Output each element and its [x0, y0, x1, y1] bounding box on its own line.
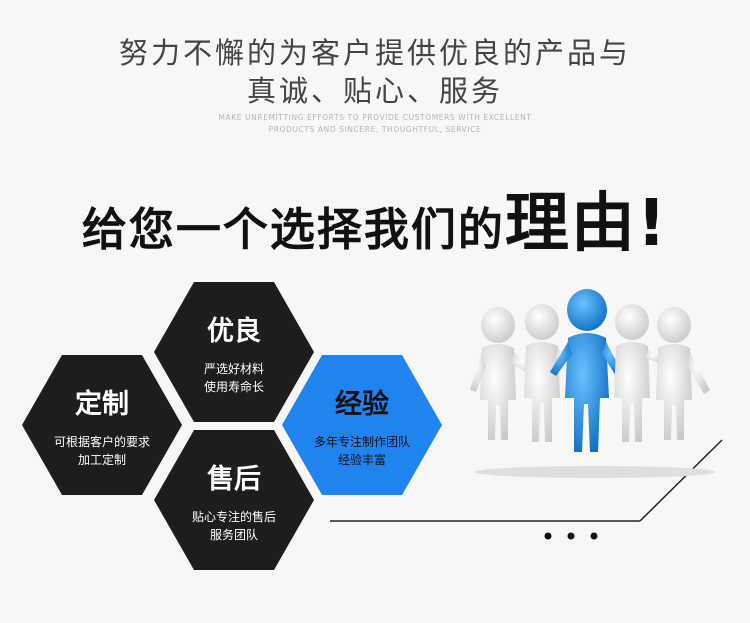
headline-line-2: 真诚、贴心、服务	[246, 74, 503, 108]
hex-title: 定制	[75, 388, 129, 420]
slogan: 给您一个选择我们的理由!	[0, 172, 750, 264]
hex-desc-1: 多年专注制作团队	[313, 434, 410, 449]
hex-desc-2: 经验丰富	[337, 452, 386, 467]
slogan-main: 给您一个选择我们的	[81, 203, 505, 256]
hex-title: 经验	[335, 388, 389, 420]
ellipsis-dots-icon	[544, 532, 598, 540]
english-subtitle-2: PRODUCTS AND SINCERE, THOUGHTFUL, SERVIC…	[268, 125, 482, 134]
hex-desc-2: 服务团队	[209, 527, 258, 542]
hex-title: 优良	[207, 315, 261, 347]
slogan-emphasis: 理由!	[504, 187, 669, 261]
headline-line-1: 努力不懈的为客户提供优良的产品与	[118, 36, 631, 70]
english-subtitle-1: MAKE UNREMITTING EFFORTS TO PROVIDE CUST…	[218, 113, 532, 122]
team-people-icon	[470, 289, 715, 478]
hex-desc-2: 使用寿命长	[203, 379, 264, 394]
hex-dingzhi: 定制 可根据客户的要求 加工定制	[22, 355, 182, 495]
hex-desc-1: 严选好材料	[203, 361, 264, 376]
hex-desc-1: 贴心专注的售后	[191, 509, 276, 524]
hex-desc-2: 加工定制	[77, 452, 126, 467]
hex-title: 售后	[207, 463, 261, 495]
hex-desc-1: 可根据客户的要求	[53, 434, 150, 449]
